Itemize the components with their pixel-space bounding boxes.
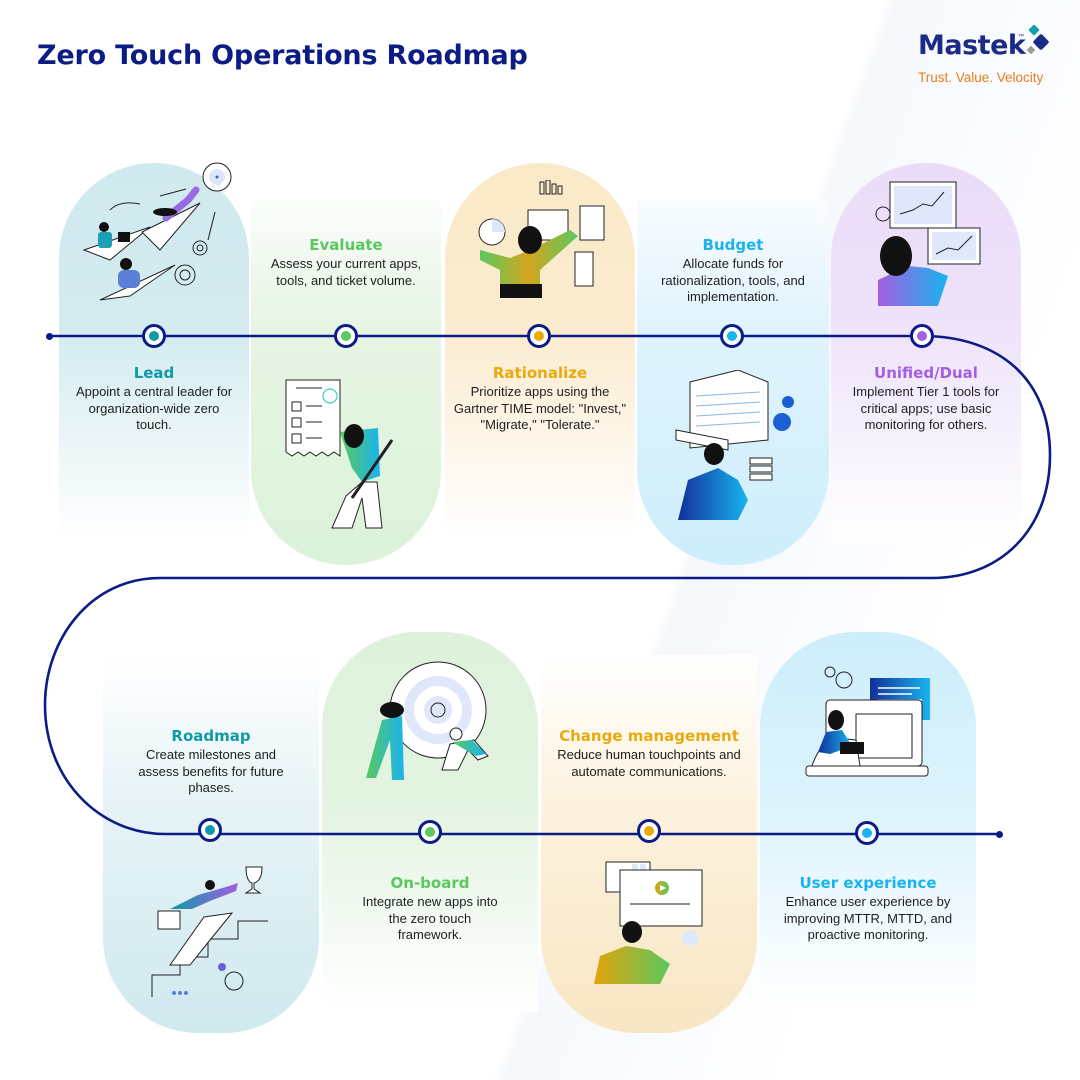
node-on-board[interactable]	[418, 820, 442, 844]
step-title: On-board	[390, 874, 470, 892]
logo-tagline: Trust. Value. Velocity	[918, 70, 1044, 85]
node-rationalize[interactable]	[527, 324, 551, 348]
step-lead: Lead Appoint a central leader for organi…	[49, 364, 259, 434]
step-title: Rationalize	[492, 364, 588, 382]
funds-allocation-illustration	[675, 370, 794, 520]
logo-wordmark: Mastek	[918, 30, 1026, 61]
step-description: Reduce human touchpoints and automate co…	[557, 747, 741, 779]
step-title: Roadmap	[171, 727, 251, 745]
step-description: Integrate new apps into the zero touch f…	[362, 894, 498, 942]
node-user-experience[interactable]	[855, 821, 879, 845]
step-rationalize: Rationalize Prioritize apps using the Ga…	[435, 364, 645, 434]
node-roadmap[interactable]	[198, 818, 222, 842]
target-gear-team-illustration	[366, 661, 489, 780]
climbing-stairs-trophy-illustration	[151, 866, 268, 997]
step-title: Change management	[559, 727, 739, 745]
step-description: Allocate funds for rationalization, tool…	[661, 256, 805, 304]
media-editing-desk-illustration	[594, 861, 703, 984]
timeline-start-point	[46, 333, 53, 340]
paper-planes-team-illustration	[82, 162, 232, 301]
step-description: Implement Tier 1 tools for critical apps…	[852, 384, 1000, 432]
page-title: Zero Touch Operations Roadmap	[37, 40, 528, 71]
step-description: Enhance user experience by improving MTT…	[783, 894, 953, 942]
step-title: Lead	[133, 364, 175, 382]
node-lead[interactable]	[142, 324, 166, 348]
developer-laptop-code-illustration	[805, 666, 930, 777]
monitoring-dashboards-illustration	[875, 181, 981, 306]
timeline-end-point	[996, 831, 1003, 838]
node-change-management[interactable]	[637, 819, 661, 843]
step-budget: Budget Allocate funds for rationalizatio…	[628, 236, 838, 306]
checklist-person-illustration	[285, 379, 394, 529]
step-change-management: Change management Reduce human touchpoin…	[544, 727, 754, 780]
logo-trademark: ™	[1018, 34, 1024, 40]
step-title: Budget	[702, 236, 764, 254]
column-roadmap	[103, 655, 319, 1033]
step-user-experience: User experience Enhance user experience …	[763, 874, 973, 944]
step-title: Unified/Dual	[874, 364, 978, 382]
presenter-charts-illustration	[478, 180, 605, 298]
mastek-logo: Mastek ™ Trust. Value. Velocity	[918, 24, 1058, 90]
node-evaluate[interactable]	[334, 324, 358, 348]
step-description: Assess your current apps, tools, and tic…	[270, 256, 422, 288]
node-budget[interactable]	[720, 324, 744, 348]
step-evaluate: Evaluate Assess your current apps, tools…	[241, 236, 451, 289]
step-title: User experience	[799, 874, 937, 892]
step-description: Create milestones and assess benefits fo…	[138, 747, 284, 795]
step-on-board: On-board Integrate new apps into the zer…	[325, 874, 535, 944]
step-description: Appoint a central leader for organizatio…	[75, 384, 233, 432]
step-title: Evaluate	[309, 236, 383, 254]
step-description: Prioritize apps using the Gartner TIME m…	[453, 384, 627, 432]
step-unified-dual: Unified/Dual Implement Tier 1 tools for …	[821, 364, 1031, 434]
step-roadmap: Roadmap Create milestones and assess ben…	[106, 727, 316, 797]
node-unified-dual[interactable]	[910, 324, 934, 348]
